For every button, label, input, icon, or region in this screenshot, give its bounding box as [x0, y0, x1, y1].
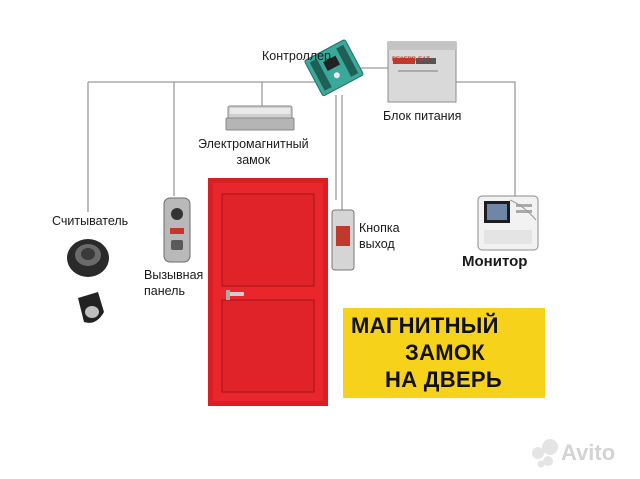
- title-banner: МАГНИТНЫЙ ЗАМОК НА ДВЕРЬ: [343, 308, 545, 398]
- door-device: [208, 178, 328, 406]
- wire-monitor: [455, 81, 516, 198]
- power-supply-device: [387, 41, 457, 103]
- watermark-text: Avito: [561, 440, 616, 465]
- watermark-logo: [532, 439, 558, 468]
- reader-label: Считыватель: [52, 214, 129, 228]
- reader-device: [67, 239, 109, 323]
- connection-wires: [87, 67, 516, 212]
- power-supply-label: Блок питания: [383, 109, 462, 123]
- controller-device: [304, 39, 364, 97]
- banner-line-2: ЗАМОК: [405, 340, 486, 365]
- power-supply-brand: РЕЗЕРВ-БАТ: [392, 57, 430, 63]
- banner-line-3: НА ДВЕРЬ: [385, 367, 503, 392]
- monitor-device: [477, 195, 539, 251]
- banner-line-1: МАГНИТНЫЙ: [351, 313, 499, 338]
- exit-button-device: [331, 209, 355, 271]
- controller-label: Контроллер: [262, 49, 331, 63]
- monitor-label: Монитор: [462, 253, 528, 270]
- call-panel-label: Вызывная панель: [144, 268, 204, 298]
- electromagnetic-lock-label: Электромагнитный замок: [198, 137, 309, 167]
- electromagnetic-lock-device: [225, 105, 295, 131]
- call-panel-device: [163, 197, 191, 263]
- exit-button-label: Кнопка выход: [359, 221, 400, 251]
